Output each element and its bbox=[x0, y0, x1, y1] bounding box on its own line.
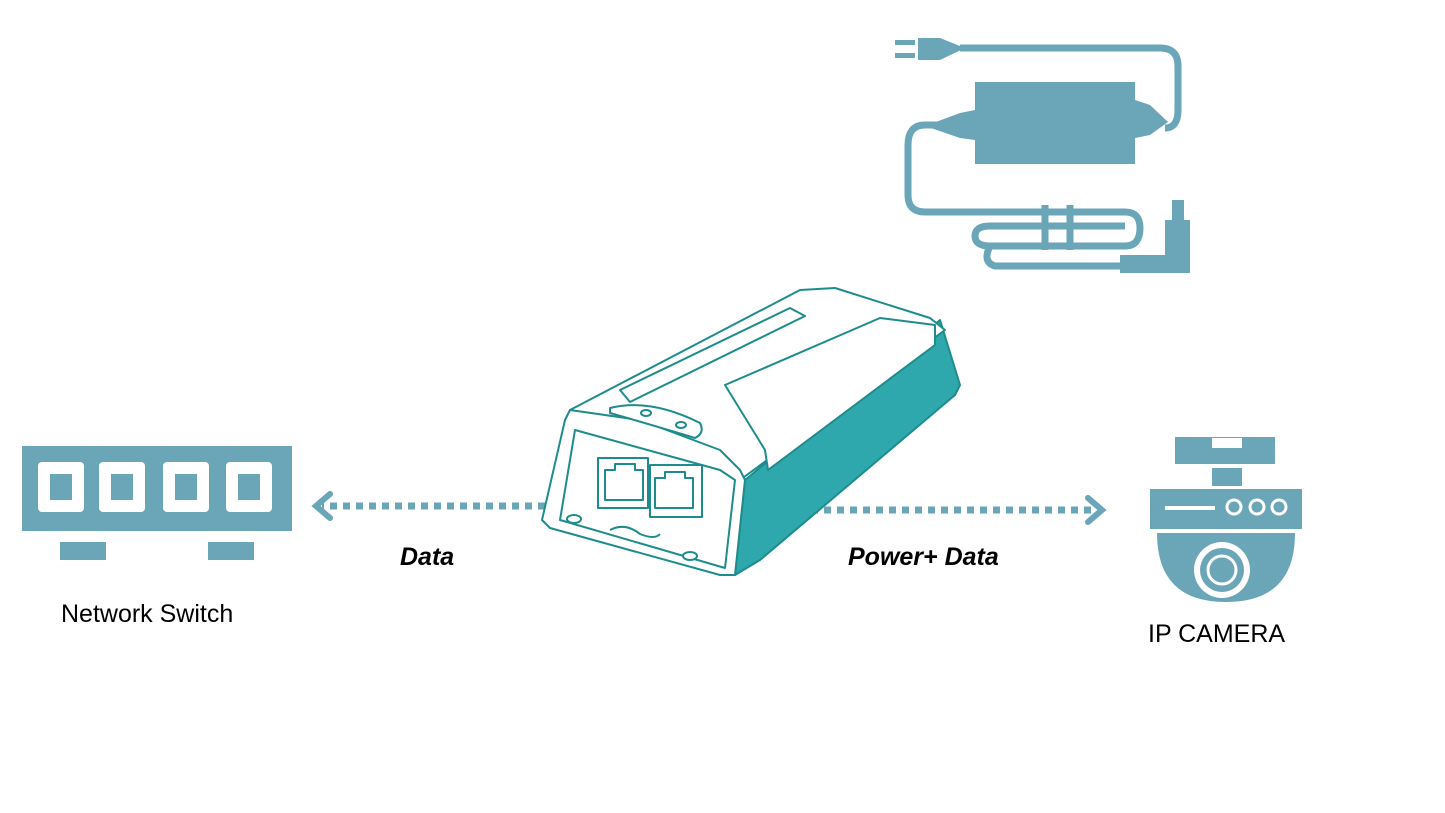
ip-camera-label: IP CAMERA bbox=[1148, 620, 1286, 648]
network-switch-icon bbox=[22, 446, 292, 560]
power-data-label: Power+ Data bbox=[848, 543, 999, 571]
poe-injector-icon bbox=[541, 287, 961, 576]
power-adapter-body bbox=[895, 38, 1190, 273]
data-arrow bbox=[311, 491, 545, 521]
power-data-arrow bbox=[720, 495, 1107, 525]
data-label: Data bbox=[400, 543, 455, 571]
power-adapter-icon bbox=[904, 44, 1182, 270]
network-switch-label: Network Switch bbox=[61, 600, 234, 628]
ip-camera-icon bbox=[1150, 437, 1302, 602]
